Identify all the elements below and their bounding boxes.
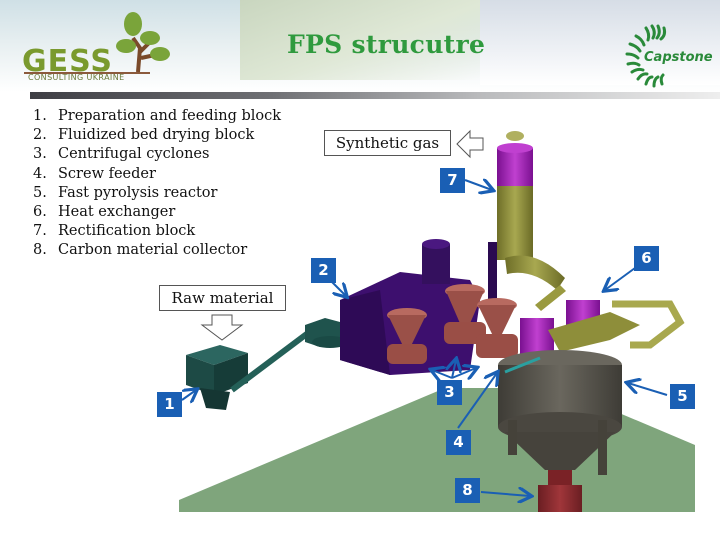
callout-arrows	[181, 180, 668, 496]
list-item: 2.Fluidized bed drying block	[33, 127, 255, 144]
header-sky-texture	[480, 0, 720, 85]
badge-1: 1	[157, 392, 182, 417]
raw-material-callout: Raw material	[159, 285, 286, 311]
badge-7: 7	[440, 168, 465, 193]
feeding-block	[186, 318, 348, 410]
badge-6: 6	[634, 246, 659, 271]
carbon-collector	[538, 470, 582, 512]
raw-material-arrow	[200, 314, 244, 341]
badge-5: 5	[670, 384, 695, 409]
components-list: 1.Preparation and feeding block 2.Fluidi…	[33, 107, 281, 261]
list-item: 8.Carbon material collector	[33, 242, 248, 259]
header-divider-bar	[30, 92, 720, 99]
list-item: 7.Rectification block	[33, 223, 196, 240]
badge-4: 4	[446, 430, 471, 455]
synthetic-gas-arrow	[456, 129, 484, 159]
gess-logo-underline	[24, 72, 150, 74]
header-leaf-texture	[240, 0, 480, 80]
capstone-swirl-icon	[625, 24, 667, 88]
capstone-logo-name: Capstone	[644, 50, 713, 65]
rectification-column	[497, 131, 566, 311]
badge-8: 8	[455, 478, 480, 503]
list-item: 5.Fast pyrolysis reactor	[33, 184, 218, 201]
page-title: FPS strucutre	[287, 30, 486, 59]
cyclones	[387, 284, 518, 364]
synthetic-gas-callout: Synthetic gas	[324, 130, 451, 156]
gess-logo-subtitle: CONSULTING UKRAINE	[28, 73, 125, 82]
badge-2: 2	[311, 258, 336, 283]
badge-3: 3	[437, 380, 462, 405]
heat-exchanger	[520, 300, 685, 354]
pyrolysis-reactor	[498, 350, 622, 475]
list-item: 1.Preparation and feeding block	[33, 108, 282, 124]
list-item: 3.Centrifugal cyclones	[33, 146, 210, 163]
tree-icon	[116, 12, 170, 73]
list-item: 4.Screw feeder	[33, 165, 156, 182]
list-item: 6.Heat exchanger	[33, 204, 176, 221]
